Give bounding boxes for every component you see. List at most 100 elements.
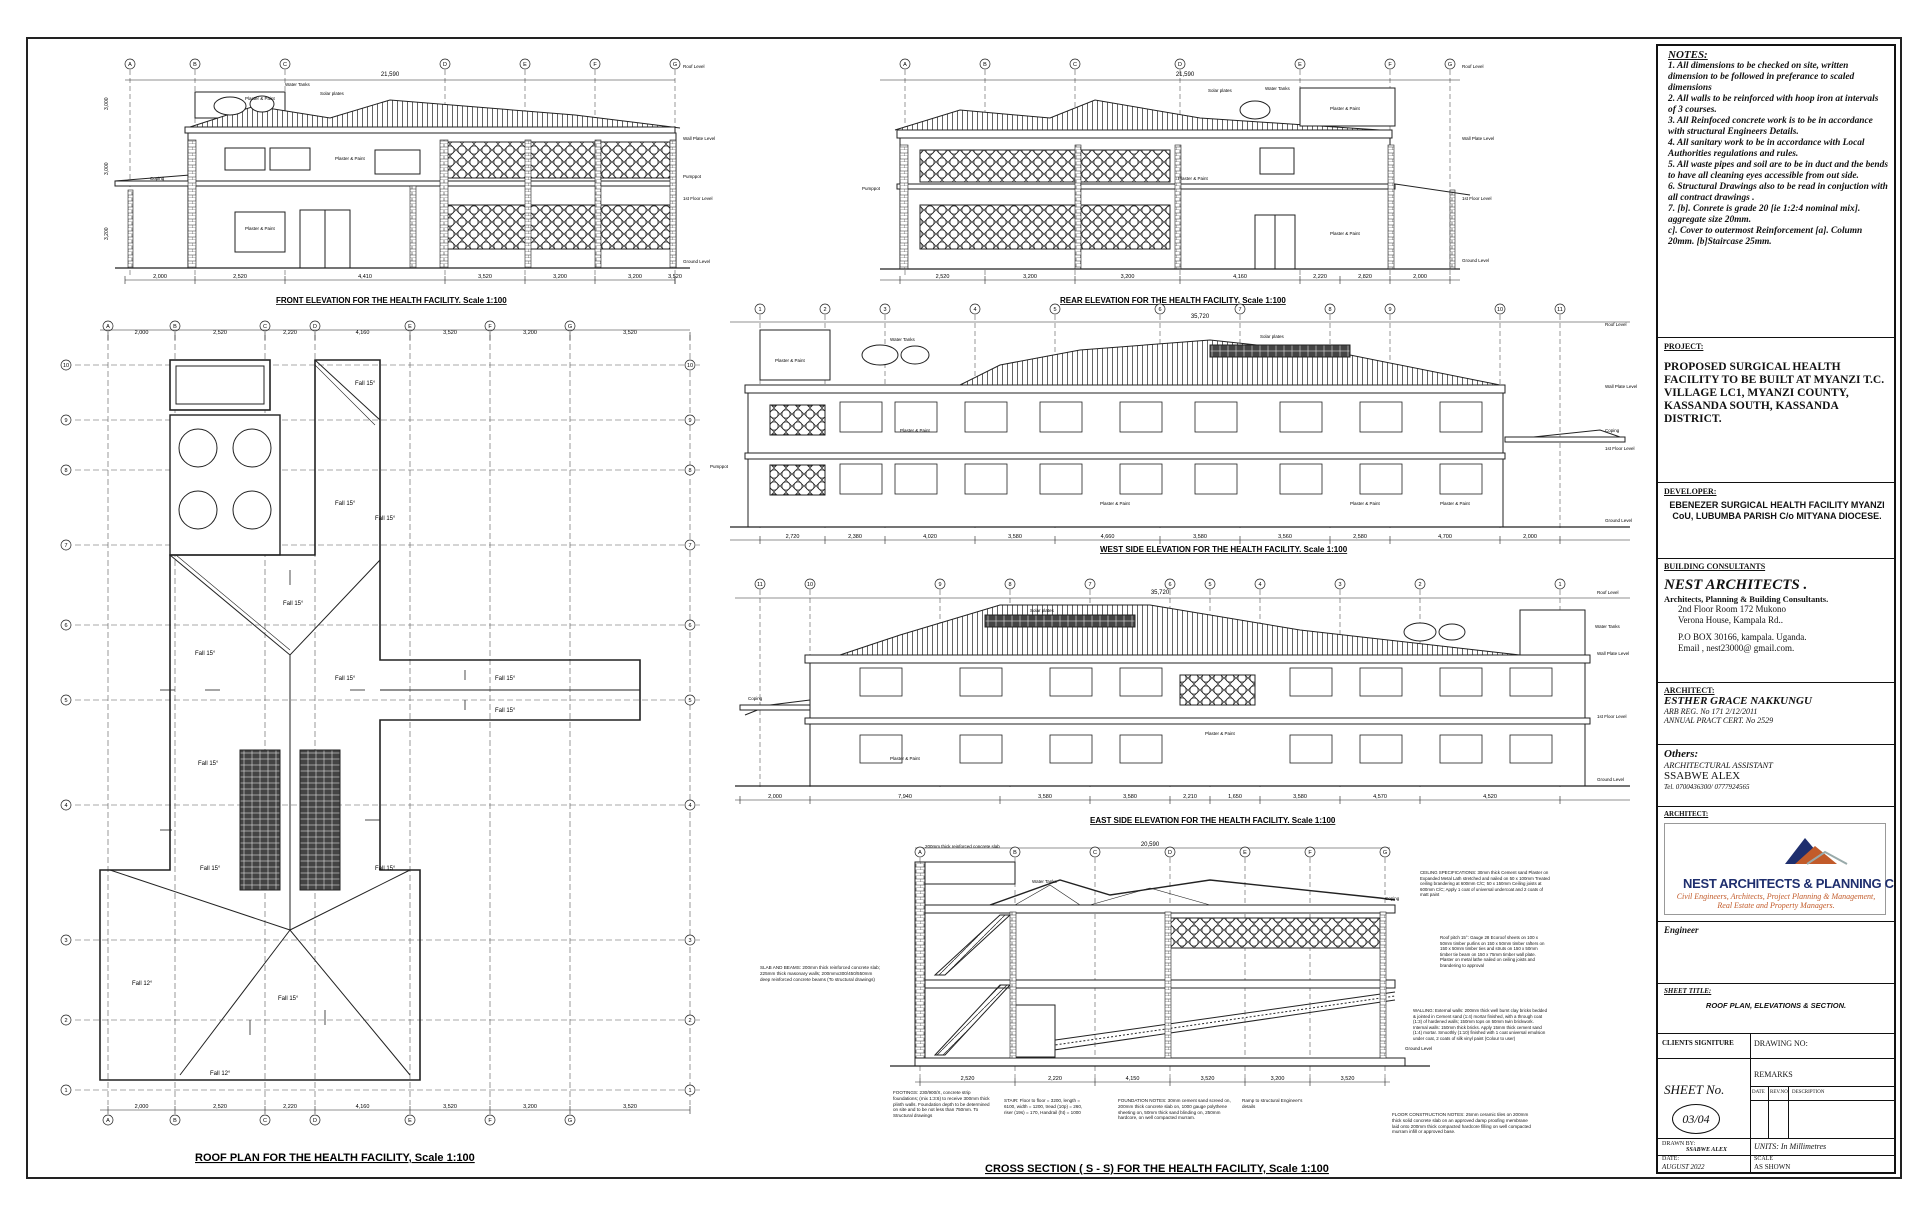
east-grid-3-label: 3 (1338, 582, 1341, 588)
west-dim-8: 4,700 (1438, 534, 1452, 540)
roof-right-grid-label: 6 (688, 623, 691, 629)
logo-panel: ARCHITECT: NEST ARCHITECTS & PLANNING CO… (1658, 807, 1894, 922)
roof-fall-label: Fall 15° (375, 866, 396, 872)
west-grid-8 (1324, 303, 1336, 315)
roof-bot-dim-1: 2,520 (213, 1104, 227, 1110)
svg-text:Roof Level: Roof Level (1462, 64, 1484, 69)
west-elevation-title: WEST SIDE ELEVATION FOR THE HEALTH FACIL… (1100, 545, 1348, 554)
roof-right-grid-label: 1 (688, 1088, 691, 1094)
svg-text:20,590: 20,590 (1141, 842, 1160, 848)
svg-text:Roof Level: Roof Level (1605, 322, 1627, 327)
roof-right-grid (684, 1084, 696, 1096)
note-7: 7. [b]. Conrete is grade 20 [ie 1:2:4 no… (1668, 204, 1861, 225)
roof-top-dim-4: 3,520 (443, 330, 457, 336)
west-upper-window (1439, 401, 1483, 433)
clients-signature-label: CLIENTS SIGNITURE (1662, 1039, 1734, 1047)
others-label: Others: (1664, 748, 1699, 760)
date-label: DATE: (1662, 1156, 1679, 1162)
roof-bot-dim-0: 2,000 (135, 1104, 149, 1110)
note-footings: FOOTINGS: 230/900/X, concrete strip foun… (893, 1090, 990, 1119)
firm-logo: NEST ARCHITECTS & PLANNING CONSULTANTS C… (1664, 823, 1894, 915)
front-total-dim: 21,590 (381, 72, 400, 78)
drawn-by-label: DRAWN BY: (1662, 1141, 1696, 1147)
logo-title: NEST ARCHITECTS & PLANNING CONSULTANTS (1683, 876, 1894, 891)
units: UNITS: In Millimetres (1754, 1142, 1827, 1151)
rear-grid-F-label: F (1388, 62, 1392, 68)
svg-text:Coping: Coping (1605, 428, 1620, 433)
roof-left-grid-label: 10 (63, 363, 69, 369)
developer-name: EBENEZER SURGICAL HEALTH FACILITY MYANZI… (1669, 500, 1885, 521)
roof-right-grid-label: 8 (688, 468, 691, 474)
roof-bot-grid (102, 1114, 114, 1126)
roof-bot-dim-4: 3,520 (443, 1104, 457, 1110)
west-dim-1: 2,380 (848, 534, 862, 540)
east-grid-4-label: 4 (1258, 582, 1261, 588)
note-floor: FLOOR CONSTRUCTION NOTES: 25mm ceramic t… (1392, 1112, 1531, 1135)
east-grid-6-label: 6 (1168, 582, 1171, 588)
note-roof-pitch: Roof pitch 15°: Gauge 28 Ecoroof sheets … (1440, 935, 1545, 968)
section-grid-E (1239, 846, 1251, 858)
roof-right-grid (684, 539, 696, 551)
svg-text:1st Floor Level: 1st Floor Level (1597, 714, 1627, 719)
east-lower-window (1049, 734, 1093, 764)
svg-text:Ground Level: Ground Level (683, 259, 710, 264)
svg-text:3,200: 3,200 (104, 227, 110, 240)
sheet-no-label: SHEET No. (1664, 1082, 1725, 1097)
east-grid-9-label: 9 (938, 582, 941, 588)
front-grid-B-label: B (193, 62, 197, 68)
front-grid-C (279, 58, 291, 70)
roof-bot-grid-label: D (313, 1118, 317, 1124)
roof-right-grid (684, 619, 696, 631)
west-grid-6-label: 6 (1158, 307, 1161, 313)
section-grid-F-label: F (1308, 850, 1312, 856)
roof-left-grid (60, 539, 72, 551)
svg-text:1st Floor Level: 1st Floor Level (1605, 446, 1635, 451)
svg-text:35,720: 35,720 (1191, 314, 1210, 320)
roof-bot-dim-6: 3,520 (623, 1104, 637, 1110)
svg-text:Plaster & Paint: Plaster & Paint (245, 226, 276, 231)
roof-fall-label: Fall 15° (335, 501, 356, 507)
west-dim-2: 4,020 (923, 534, 937, 540)
front-grid-G-label: G (673, 62, 677, 68)
rear-dim-4: 2,220 (1313, 274, 1327, 280)
svg-text:Wall Plate Level: Wall Plate Level (683, 136, 715, 141)
note-walling: WALLING: External walls: 200mm thick wel… (1413, 1008, 1548, 1041)
svg-text:Pumppot: Pumppot (862, 186, 881, 191)
roof-bot-grid (169, 1114, 181, 1126)
scale-value: AS SHOWN (1754, 1163, 1791, 1171)
svg-text:Solar plates: Solar plates (1260, 334, 1285, 339)
east-grid-4 (1254, 578, 1266, 590)
rear-grid-G (1444, 58, 1456, 70)
section-dim-0: 2,520 (961, 1076, 975, 1082)
svg-text:Ground Level: Ground Level (1597, 777, 1624, 782)
rear-dim-0: 2,520 (936, 274, 950, 280)
architect-panel: ARCHITECT: ESTHER GRACE NAKKUNGU ARB REG… (1658, 683, 1894, 745)
front-grid-E (519, 58, 531, 70)
svg-text:Ground Level: Ground Level (1405, 1046, 1432, 1051)
roof-fall-label: Fall 15° (195, 651, 216, 657)
svg-text:Roof Level: Roof Level (683, 64, 705, 69)
svg-text:Wall Plate Level: Wall Plate Level (1605, 384, 1637, 389)
east-grid-10 (804, 578, 816, 590)
east-grid-2-label: 2 (1418, 582, 1421, 588)
west-grid-10-label: 10 (1497, 307, 1503, 313)
section-grid-D-label: D (1168, 850, 1172, 856)
front-grid-F-label: F (593, 62, 597, 68)
roof-bot-grid (309, 1114, 321, 1126)
east-dim-7: 4,570 (1373, 794, 1387, 800)
svg-text:Wall Plate Level: Wall Plate Level (1462, 136, 1494, 141)
west-grid-11-label: 11 (1557, 307, 1563, 313)
svg-text:Water Tanks: Water Tanks (1265, 86, 1291, 91)
west-dim-5: 3,580 (1193, 534, 1207, 540)
firm-subtitle: Architects, Planning & Building Consulta… (1664, 594, 1829, 604)
west-grid-6 (1154, 303, 1166, 315)
east-dim-3: 3,580 (1123, 794, 1137, 800)
revision-panel: CLIENTS SIGNITURE DRAWING NO: REMARKS SH… (1658, 1034, 1894, 1138)
roof-bot-grid-label: G (568, 1118, 572, 1124)
front-dim-6: 3,520 (668, 274, 682, 280)
svg-text:Water Tanks: Water Tanks (1595, 624, 1621, 629)
architect-name: ESTHER GRACE NAKKUNGU (1664, 695, 1812, 707)
